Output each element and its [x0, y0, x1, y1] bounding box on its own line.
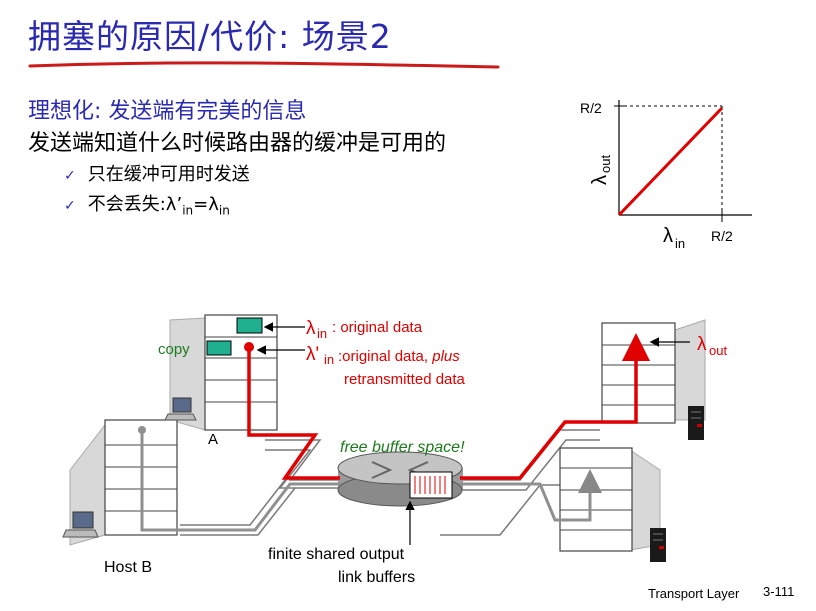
free-buffer-label: free buffer space!: [340, 439, 465, 456]
lambda-prime-desc2: retransmitted data: [344, 371, 466, 388]
lambda-in-desc: : original data: [332, 319, 423, 336]
y-axis-label: λ out: [589, 155, 613, 185]
throughput-line: [617, 106, 724, 217]
server-icon-top: [688, 406, 704, 440]
subscript: in: [218, 203, 230, 218]
lambda-prime-sub: in: [324, 352, 334, 367]
check-icon: ✓: [64, 168, 76, 184]
laptop-icon-b: [62, 511, 99, 538]
svg-text:λ: λ: [589, 175, 611, 185]
title-underline: [28, 61, 500, 69]
original-packet: [236, 317, 263, 334]
output-buffer: [409, 471, 453, 499]
lambda-out-symbol: λ: [697, 334, 707, 355]
lambda-out-sub: out: [709, 343, 727, 358]
bullet-text: =λ: [193, 194, 219, 215]
x-tick-label: R/2: [711, 228, 733, 244]
idealization-line: 理想化: 发送端有完美的信息: [28, 99, 307, 124]
bullet-item: ✓ 只在缓冲可用时发送: [64, 160, 250, 186]
copy-packet: [206, 340, 232, 356]
server-icon-bottom: [650, 528, 666, 562]
bullet-item: ✓不会丢失:λ’in=λin: [64, 190, 230, 218]
host-b-label: Host B: [104, 559, 152, 576]
laptop-icon-a: [164, 397, 197, 421]
bullet-text: 只在缓冲可用时发送: [87, 164, 250, 185]
copy-label: copy: [158, 341, 190, 358]
bullet-text: 不会丢失:λ’: [87, 194, 183, 215]
lambda-prime-desc: :original data, plus: [338, 348, 460, 365]
host-a-flow: [244, 333, 650, 480]
lambda-in-sub: in: [317, 326, 327, 341]
buffer-label-1: finite shared output: [268, 546, 405, 563]
receiver-rack-bottom: [559, 447, 661, 552]
slide-title: 拥塞的原因/代价: 场景2: [28, 17, 392, 56]
lambda-prime-symbol: λ': [306, 344, 319, 365]
svg-text:out: out: [598, 155, 613, 173]
footer-label: Transport Layer: [648, 586, 740, 601]
buffer-label-2: link buffers: [338, 569, 415, 586]
x-axis-label-sub: in: [675, 236, 685, 251]
knowledge-line: 发送端知道什么时候路由器的缓冲是可用的: [28, 131, 447, 156]
lambda-in-symbol: λ: [306, 318, 316, 339]
page-number: 3-111: [763, 584, 795, 599]
y-tick-label: R/2: [580, 100, 602, 116]
check-icon: ✓: [64, 198, 76, 214]
host-a-label: A: [208, 431, 218, 448]
subscript: in: [182, 203, 194, 218]
receiver-rack-top: [601, 319, 706, 424]
host-b-flow: [138, 426, 602, 532]
x-axis-label: λ: [663, 225, 673, 247]
host-a-rack: [169, 314, 278, 431]
